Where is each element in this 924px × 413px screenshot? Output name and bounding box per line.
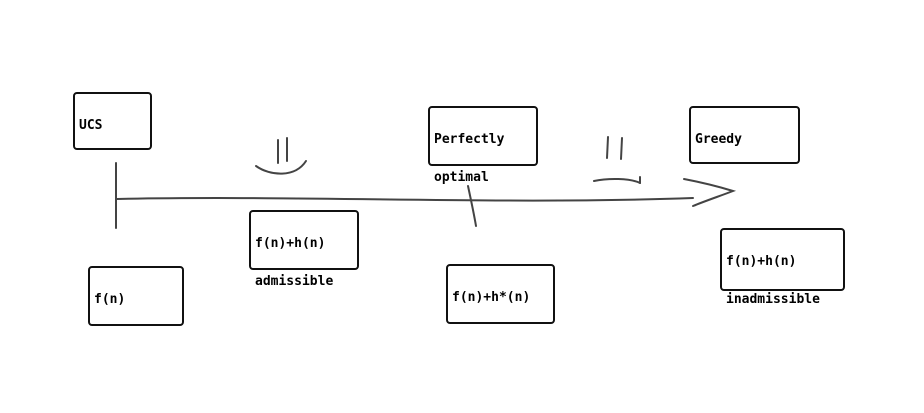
f-n-box: f(n) [88, 266, 184, 326]
ucs-label: UCS [79, 118, 103, 133]
perfect-heuristic-box: f(n)+h*(n) [446, 264, 555, 324]
spectrum-arrow-head [683, 178, 737, 207]
greedy-label: Greedy [695, 132, 742, 147]
greedy-box: Greedy [689, 106, 800, 164]
admissible-heuristic-box: f(n)+h(n) admissible [249, 210, 359, 289]
inadmissible-formula-label: f(n)+h(n) [726, 254, 797, 269]
admissible-label: admissible [255, 274, 334, 289]
axis-middle-tick [467, 185, 477, 227]
optimal-label: optimal [434, 170, 489, 185]
f-n-label: f(n) [94, 292, 126, 307]
less-equal-symbol [255, 137, 307, 175]
perfectly-label: Perfectly [434, 132, 505, 147]
ucs-box: UCS [73, 92, 152, 150]
spectrum-axis-line [116, 197, 694, 202]
less-equal-symbol-right [593, 136, 641, 184]
admissible-formula-label: f(n)+h(n) [255, 236, 326, 251]
perfect-heuristic-label: f(n)+h*(n) [452, 290, 531, 305]
perfectly-optimal-box: Perfectly optimal [428, 106, 538, 185]
inadmissible-heuristic-box: f(n)+h(n) inadmissible [720, 228, 845, 307]
inadmissible-label: inadmissible [726, 292, 820, 307]
